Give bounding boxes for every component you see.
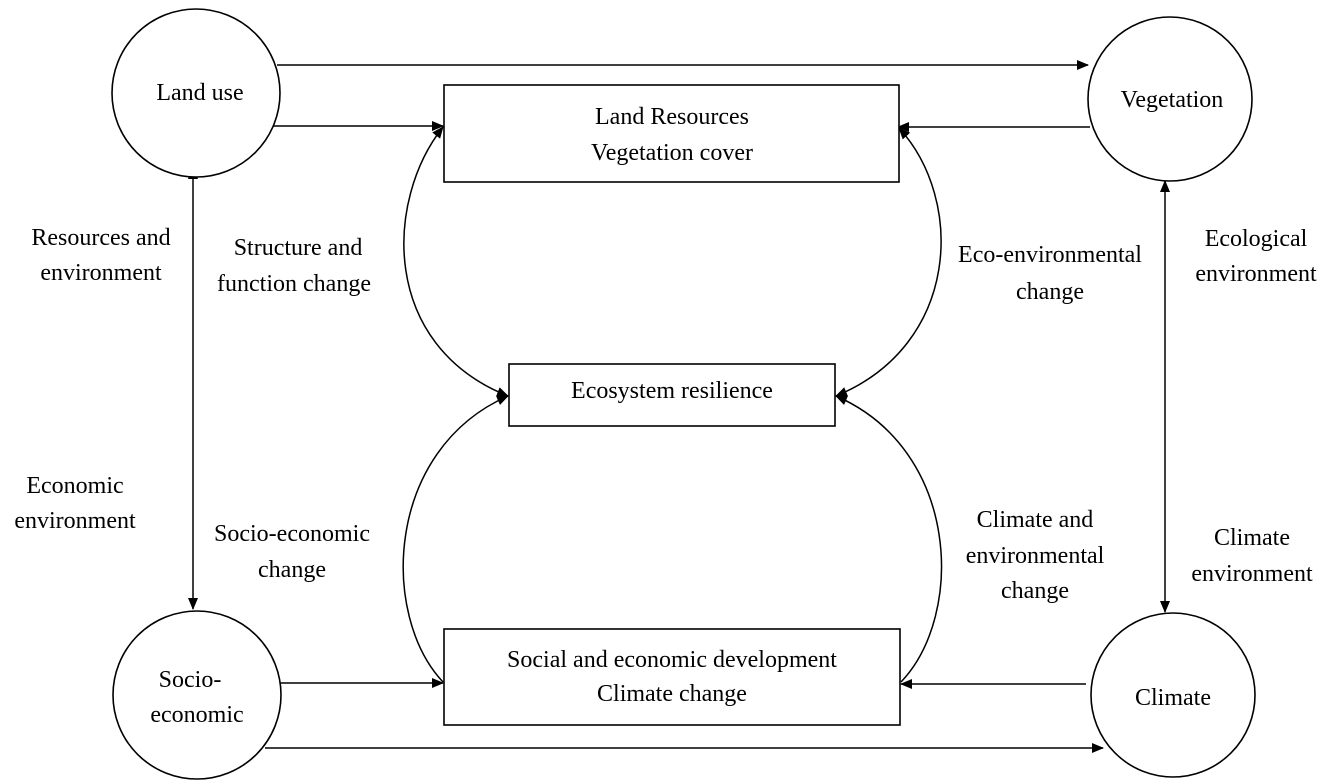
curve-land-resources-to-resilience-right xyxy=(835,127,942,397)
label-climate-environment-line2: environment xyxy=(1191,561,1313,587)
label-resources-environment-line2: environment xyxy=(40,260,162,286)
node-land-use-label: Land use xyxy=(156,80,243,106)
label-climate-environmental-change-line3: change xyxy=(1001,578,1069,604)
box-social-development-line2: Climate change xyxy=(597,681,747,707)
box-land-resources-line1: Land Resources xyxy=(595,104,749,130)
label-ecological-environment-line1: Ecological xyxy=(1205,226,1308,252)
node-land-use: Land use xyxy=(111,8,281,178)
label-socio-economic-change-line2: change xyxy=(258,557,326,583)
node-climate: Climate xyxy=(1090,612,1256,778)
node-socio-economic-label-line1: Socio- xyxy=(159,667,222,693)
box-social-development-line1: Social and economic development xyxy=(507,647,837,673)
label-resources-environment-line1: Resources and xyxy=(31,225,170,251)
label-economic-environment-line2: environment xyxy=(14,508,136,534)
node-vegetation-label: Vegetation xyxy=(1121,87,1224,113)
node-vegetation: Vegetation xyxy=(1087,16,1253,182)
node-climate-label: Climate xyxy=(1135,685,1211,711)
curve-social-development-to-resilience-right xyxy=(835,395,943,683)
label-climate-environment-line1: Climate xyxy=(1214,525,1290,551)
label-eco-environmental-change-line2: change xyxy=(1016,279,1084,305)
box-ecosystem-resilience-label: Ecosystem resilience xyxy=(571,378,773,404)
label-structure-function-line2: function change xyxy=(217,271,371,297)
label-climate-environmental-change-line2: environmental xyxy=(966,543,1105,569)
box-land-resources-line2: Vegetation cover xyxy=(591,140,753,166)
label-socio-economic-change-line1: Socio-economic xyxy=(214,521,370,547)
label-climate-environmental-change-line1: Climate and xyxy=(977,507,1094,533)
node-socio-economic: Socio- economic xyxy=(112,610,282,780)
box-land-resources: Land Resources Vegetation cover xyxy=(443,84,900,183)
curve-social-development-to-resilience xyxy=(402,395,509,683)
label-eco-environmental-change-line1: Eco-environmental xyxy=(958,242,1142,268)
label-ecological-environment-line2: environment xyxy=(1195,261,1317,287)
box-ecosystem-resilience: Ecosystem resilience xyxy=(508,363,836,427)
label-structure-function-line1: Structure and xyxy=(234,235,363,261)
box-social-development: Social and economic development Climate … xyxy=(443,628,901,726)
curve-land-resources-to-resilience xyxy=(403,126,509,397)
node-socio-economic-label-line2: economic xyxy=(150,702,243,728)
label-economic-environment-line1: Economic xyxy=(26,473,123,499)
